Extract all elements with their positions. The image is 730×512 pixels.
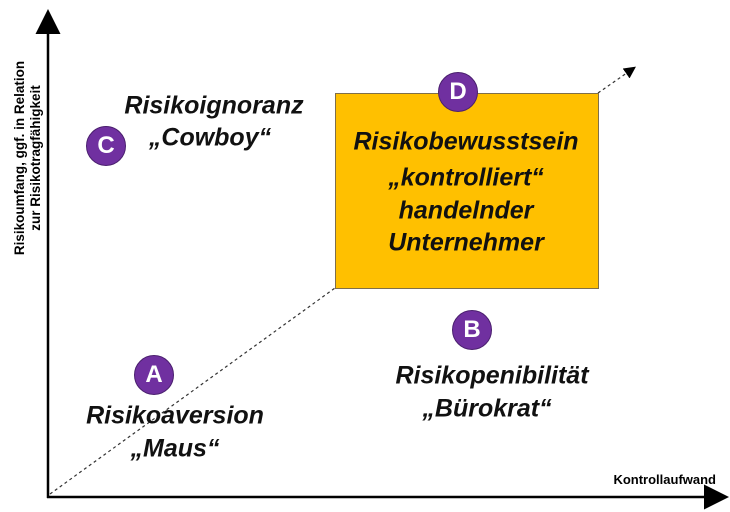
quadrant-c-nickname: „Cowboy“ [148, 123, 272, 152]
quadrant-d-line4: Unternehmer [388, 228, 544, 257]
quadrant-d-line2: „kontrolliert“ [388, 163, 544, 192]
y-axis-label-line1: Risikoumfang, ggf. in Relation [12, 60, 27, 256]
diagonal-dashed-arrow [597, 66, 636, 94]
quadrant-b-nickname: „Bürokrat“ [422, 394, 552, 423]
y-axis-label-line2: zur Risikotragfähigkeit [28, 85, 43, 231]
badge-d: D [438, 72, 478, 112]
quadrant-d-box [335, 93, 599, 289]
badge-b: B [452, 310, 492, 350]
badge-a: A [134, 355, 174, 395]
quadrant-a-nickname: „Maus“ [130, 434, 220, 463]
quadrant-b-title: Risikopenibilität [395, 361, 589, 390]
quadrant-c-title: Risikoignoranz [124, 91, 304, 120]
badge-c: C [86, 126, 126, 166]
quadrant-d-line1: Risikobewusstsein [353, 127, 579, 156]
quadrant-a-title: Risikoaversion [86, 401, 264, 430]
quadrant-d-line3: handelnder [398, 196, 534, 225]
x-axis-label: Kontrollaufwand [613, 472, 716, 487]
diagonal-dashed-line [49, 287, 336, 495]
